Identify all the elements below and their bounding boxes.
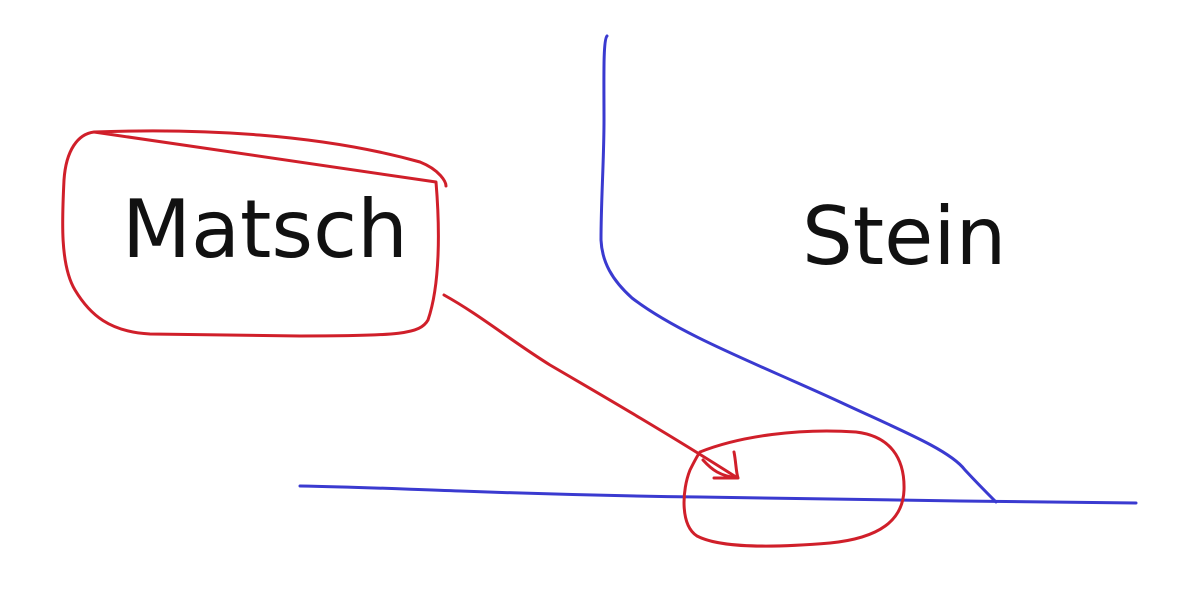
label-stein: Stein bbox=[802, 190, 1007, 283]
label-matsch: Matsch bbox=[122, 183, 408, 276]
label-box bbox=[61, 129, 448, 338]
pointer-arrow bbox=[442, 293, 738, 479]
arrow-head bbox=[701, 450, 740, 480]
highlight-circle bbox=[682, 429, 906, 548]
stone-outline bbox=[599, 34, 998, 504]
ground-line bbox=[298, 484, 1138, 505]
